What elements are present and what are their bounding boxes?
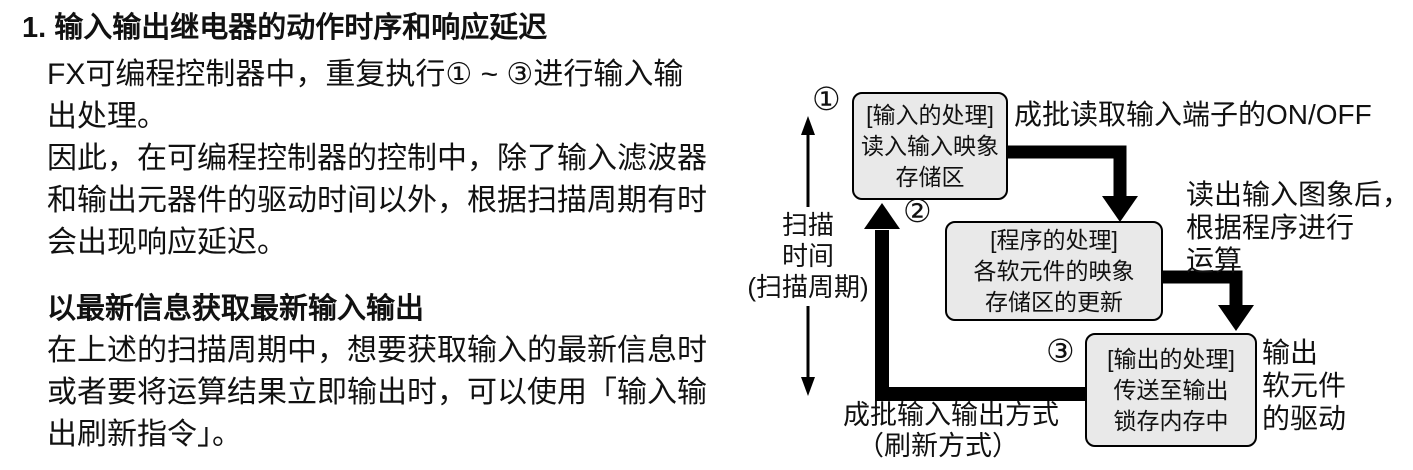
step3-note-line: 软元件 xyxy=(1262,370,1347,401)
refresh-mode-note: 成批输入输出方式 （刷新方式） xyxy=(843,400,1059,462)
paragraph-line: 和输出元器件的驱动时间以外，根据扫描周期有时 xyxy=(47,184,707,217)
refresh-mode-note-line: 成批输入输出方式 xyxy=(843,400,1059,430)
scan-time-label-line: 时间 xyxy=(781,241,834,271)
step1-note: 成批读取输入端子的ON/OFF xyxy=(1014,99,1372,130)
scan-time-label: 扫描 时间 (扫描周期) xyxy=(733,210,883,303)
step3-box-title: [输出的处理] xyxy=(1107,345,1235,372)
step2-note: 读出输入图象后， 根据程序进行 运算 xyxy=(1186,178,1410,277)
step2-box-line: 存储区的更新 xyxy=(985,288,1123,315)
text-column: 1. 输入输出继电器的动作时序和响应延迟 FX可编程控制器中，重复执行① ~ ③… xyxy=(22,10,762,456)
paragraph-line: 在上述的扫描周期中，想要获取输入的最新信息时 xyxy=(47,334,707,367)
section-heading: 1. 输入输出继电器的动作时序和响应延迟 xyxy=(22,12,548,44)
paragraph-line: 出刷新指令」。 xyxy=(47,418,242,451)
step1-box-title: [输入的处理] xyxy=(866,101,994,128)
paragraph-line: FX可编程控制器中，重复执行① ~ ③进行输入输 xyxy=(47,58,684,91)
step1-box: [输入的处理] 读入输入映象 存储区 xyxy=(852,92,1008,200)
step2-note-line: 读出输入图象后， xyxy=(1186,179,1411,210)
step2-box-line: 各软元件的映象 xyxy=(973,257,1135,284)
paragraph-line: 会出现响应延迟。 xyxy=(47,226,287,259)
step3-number: ③ xyxy=(1046,333,1075,369)
paragraph-2: 在上述的扫描周期中，想要获取输入的最新信息时 或者要将运算结果立即输出时，可以使… xyxy=(22,330,762,456)
step2-box: [程序的处理] 各软元件的映象 存储区的更新 xyxy=(945,221,1163,321)
refresh-mode-note-line: （刷新方式） xyxy=(857,431,1019,461)
paragraph-line: 或者要将运算结果立即输出时，可以使用「输入输 xyxy=(47,376,707,409)
paragraph-line: 出处理。 xyxy=(47,100,167,133)
subsection-heading: 以最新信息获取最新输入输出 xyxy=(47,293,425,325)
step3-note-line: 的驱动 xyxy=(1262,403,1347,434)
paragraph-1: FX可编程控制器中，重复执行① ~ ③进行输入输 出处理。 因此，在可编程控制器… xyxy=(22,54,762,264)
scan-time-label-line: 扫描 xyxy=(781,210,834,240)
step2-note-line: 运算 xyxy=(1186,245,1243,276)
step3-note: 输出 软元件 的驱动 xyxy=(1262,336,1346,435)
arrow-step1-to-step2 xyxy=(1007,145,1138,222)
step1-box-line: 存储区 xyxy=(895,163,965,190)
step3-box: [输出的处理] 传送至输出 锁存内存中 xyxy=(1085,333,1257,447)
step2-box-title: [程序的处理] xyxy=(990,226,1118,253)
step1-number: ① xyxy=(812,81,841,117)
step1-box-line: 读入输入映象 xyxy=(861,132,999,159)
arrow-step2-to-step3 xyxy=(1162,270,1254,331)
step3-note-line: 输出 xyxy=(1262,337,1319,368)
step2-note-line: 根据程序进行 xyxy=(1186,212,1355,243)
step3-box-line: 传送至输出 xyxy=(1113,376,1229,403)
scan-time-label-line: (扫描周期) xyxy=(747,272,869,302)
step3-box-line: 锁存内存中 xyxy=(1113,407,1229,434)
paragraph-line: 因此，在可编程控制器的控制中，除了输入滤波器 xyxy=(47,142,707,175)
